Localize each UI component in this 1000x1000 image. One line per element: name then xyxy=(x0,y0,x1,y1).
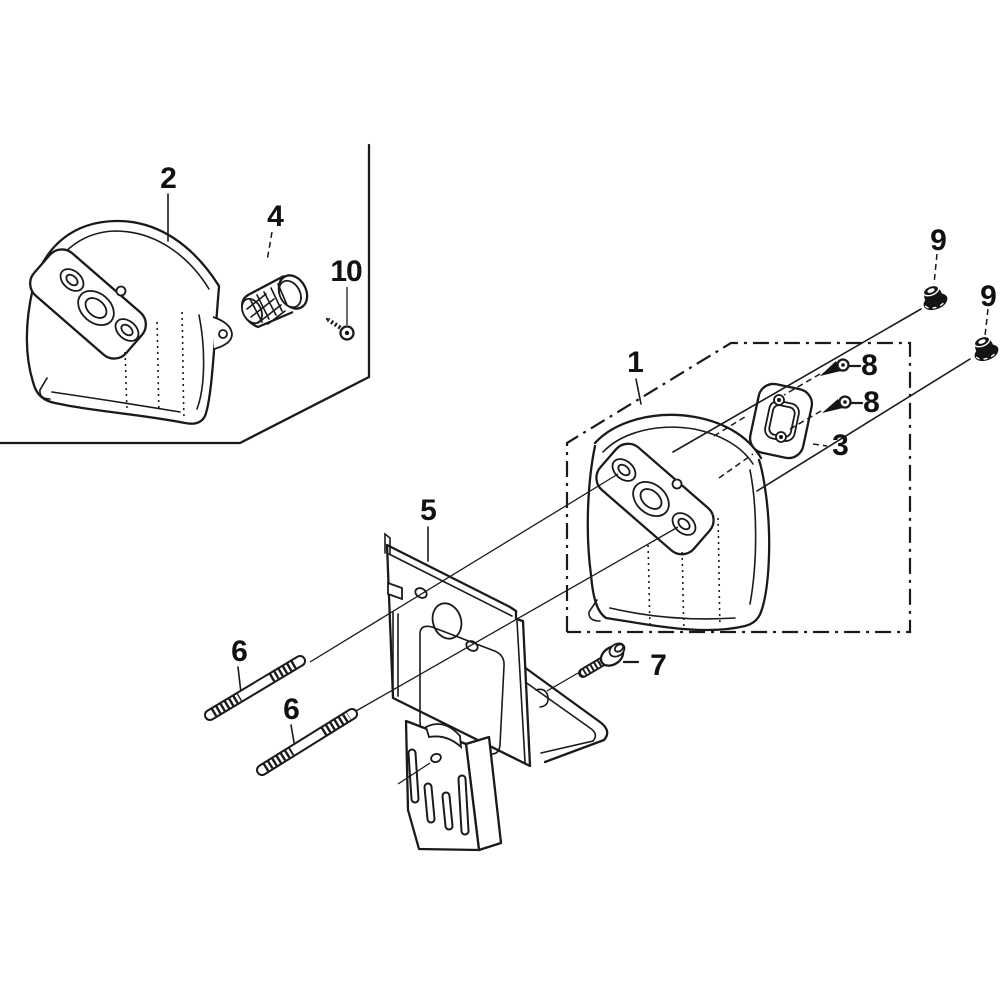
screw-10-threads xyxy=(326,317,346,332)
heat-shield xyxy=(404,719,503,852)
muffler-1-bottom-seam xyxy=(609,607,736,620)
leader-9b-v xyxy=(984,308,989,337)
muffler-1-roof-outer xyxy=(593,413,763,460)
bolt-part-7 xyxy=(578,642,626,678)
muffler-1-seam-b xyxy=(681,551,685,629)
plate-right-inner-edge xyxy=(516,620,526,763)
shield-hole xyxy=(430,752,442,764)
callout-6a: 6 xyxy=(231,635,248,668)
muffler-1-roof-inner xyxy=(602,426,754,465)
callout-4: 4 xyxy=(267,200,284,233)
muffler-2-seam-b xyxy=(156,321,160,413)
muffler-1-boss-1-hole xyxy=(617,463,631,477)
screw-8b xyxy=(822,395,852,413)
callout-5: 5 xyxy=(420,494,437,527)
panel-boundary-line xyxy=(0,143,371,445)
muffler-1-foot xyxy=(588,599,601,622)
muffler-2-rivet xyxy=(115,285,127,297)
muffler-1-boss-2-hole xyxy=(677,517,691,531)
bracket-part-5 xyxy=(384,532,609,852)
shield-top-tab xyxy=(424,723,463,750)
arrester-knurl xyxy=(246,283,288,325)
callout-8a: 8 xyxy=(861,349,878,382)
stay-strap-tab xyxy=(535,688,549,708)
callout-9a: 9 xyxy=(930,224,947,257)
screws-part-8 xyxy=(820,358,852,413)
muffler-2-boss-1-hole xyxy=(65,273,79,287)
muffler-1-rivet xyxy=(671,478,683,490)
leader-1 xyxy=(635,378,642,405)
leader-4 xyxy=(266,231,273,262)
muffler-part-1 xyxy=(586,413,771,632)
axis-line-2 xyxy=(355,526,679,712)
leader-8a xyxy=(783,373,821,396)
muffler-1-seam-a xyxy=(647,544,651,625)
muffler-2-seam-a xyxy=(124,351,128,409)
leader-9b-diag xyxy=(756,358,971,492)
muffler-2-boss-2-hole xyxy=(120,323,134,337)
assembly-boundary-outline xyxy=(565,341,912,634)
screw-10-head-dot xyxy=(344,330,350,336)
plate-top-inner-edge xyxy=(388,553,513,617)
stud-6a xyxy=(204,655,306,721)
gasket-hole-top-dot xyxy=(777,398,781,402)
leader-9a-v xyxy=(933,253,938,285)
callout-8b: 8 xyxy=(863,386,880,419)
axis-dash-gasket-2 xyxy=(718,453,754,479)
muffler-2-inlet-hole xyxy=(84,297,108,319)
leader-6a xyxy=(237,666,242,694)
studs-part-6 xyxy=(204,655,358,776)
assembly-axis-lines xyxy=(309,414,754,712)
muffler-2-seam-c xyxy=(181,311,185,419)
plate-face xyxy=(385,543,532,768)
muffler-2-side-band xyxy=(196,314,205,410)
callout-2: 2 xyxy=(160,162,177,195)
panel-boundary xyxy=(0,143,371,445)
nuts-part-9 xyxy=(922,284,999,362)
nut-9b xyxy=(973,335,999,362)
spark-arrester-part-4 xyxy=(241,274,309,329)
callout-10: 10 xyxy=(330,255,362,288)
nut-9a xyxy=(922,284,948,311)
stay-strap-inner xyxy=(513,673,597,754)
leader-8b xyxy=(789,410,822,430)
leader-3 xyxy=(812,443,828,447)
muffler-1-body xyxy=(586,444,771,632)
bolt-7-head-top xyxy=(613,643,625,653)
muffler-2-exhaust-hole xyxy=(218,329,228,339)
muffler-1-inlet-hole xyxy=(639,488,663,510)
plate-edge-slot xyxy=(387,581,403,601)
muffler-2-foot xyxy=(39,377,51,400)
shield-vent-slots xyxy=(407,748,470,836)
muffler-2-bottom-seam xyxy=(51,391,181,413)
muffler-part-2 xyxy=(25,219,233,425)
callout-9b: 9 xyxy=(980,280,997,313)
leader-shield-hole xyxy=(397,762,431,785)
muffler-1-side-band xyxy=(749,469,757,605)
muffler-2-body xyxy=(25,285,221,425)
muffler-1-seam-c xyxy=(717,517,721,627)
stud-6b xyxy=(256,708,358,776)
callout-3: 3 xyxy=(832,429,849,462)
gasket-hole-bottom-dot xyxy=(779,435,783,439)
stay-strap-outer xyxy=(518,662,609,764)
callout-7: 7 xyxy=(650,649,667,682)
axis-dash-gasket-1 xyxy=(713,414,749,437)
muffler-2-roof-outer xyxy=(31,219,221,289)
callout-6b: 6 xyxy=(283,693,300,726)
gasket-part-3 xyxy=(748,382,814,460)
screw-part-10 xyxy=(325,317,355,341)
callout-1: 1 xyxy=(627,346,644,379)
leader-7 xyxy=(546,672,579,692)
assembly-boundary-box xyxy=(565,341,912,634)
axis-line-1 xyxy=(309,473,619,663)
screw-8a xyxy=(820,358,850,376)
plate-spike xyxy=(384,532,391,555)
leader-9a-diag xyxy=(672,308,922,453)
